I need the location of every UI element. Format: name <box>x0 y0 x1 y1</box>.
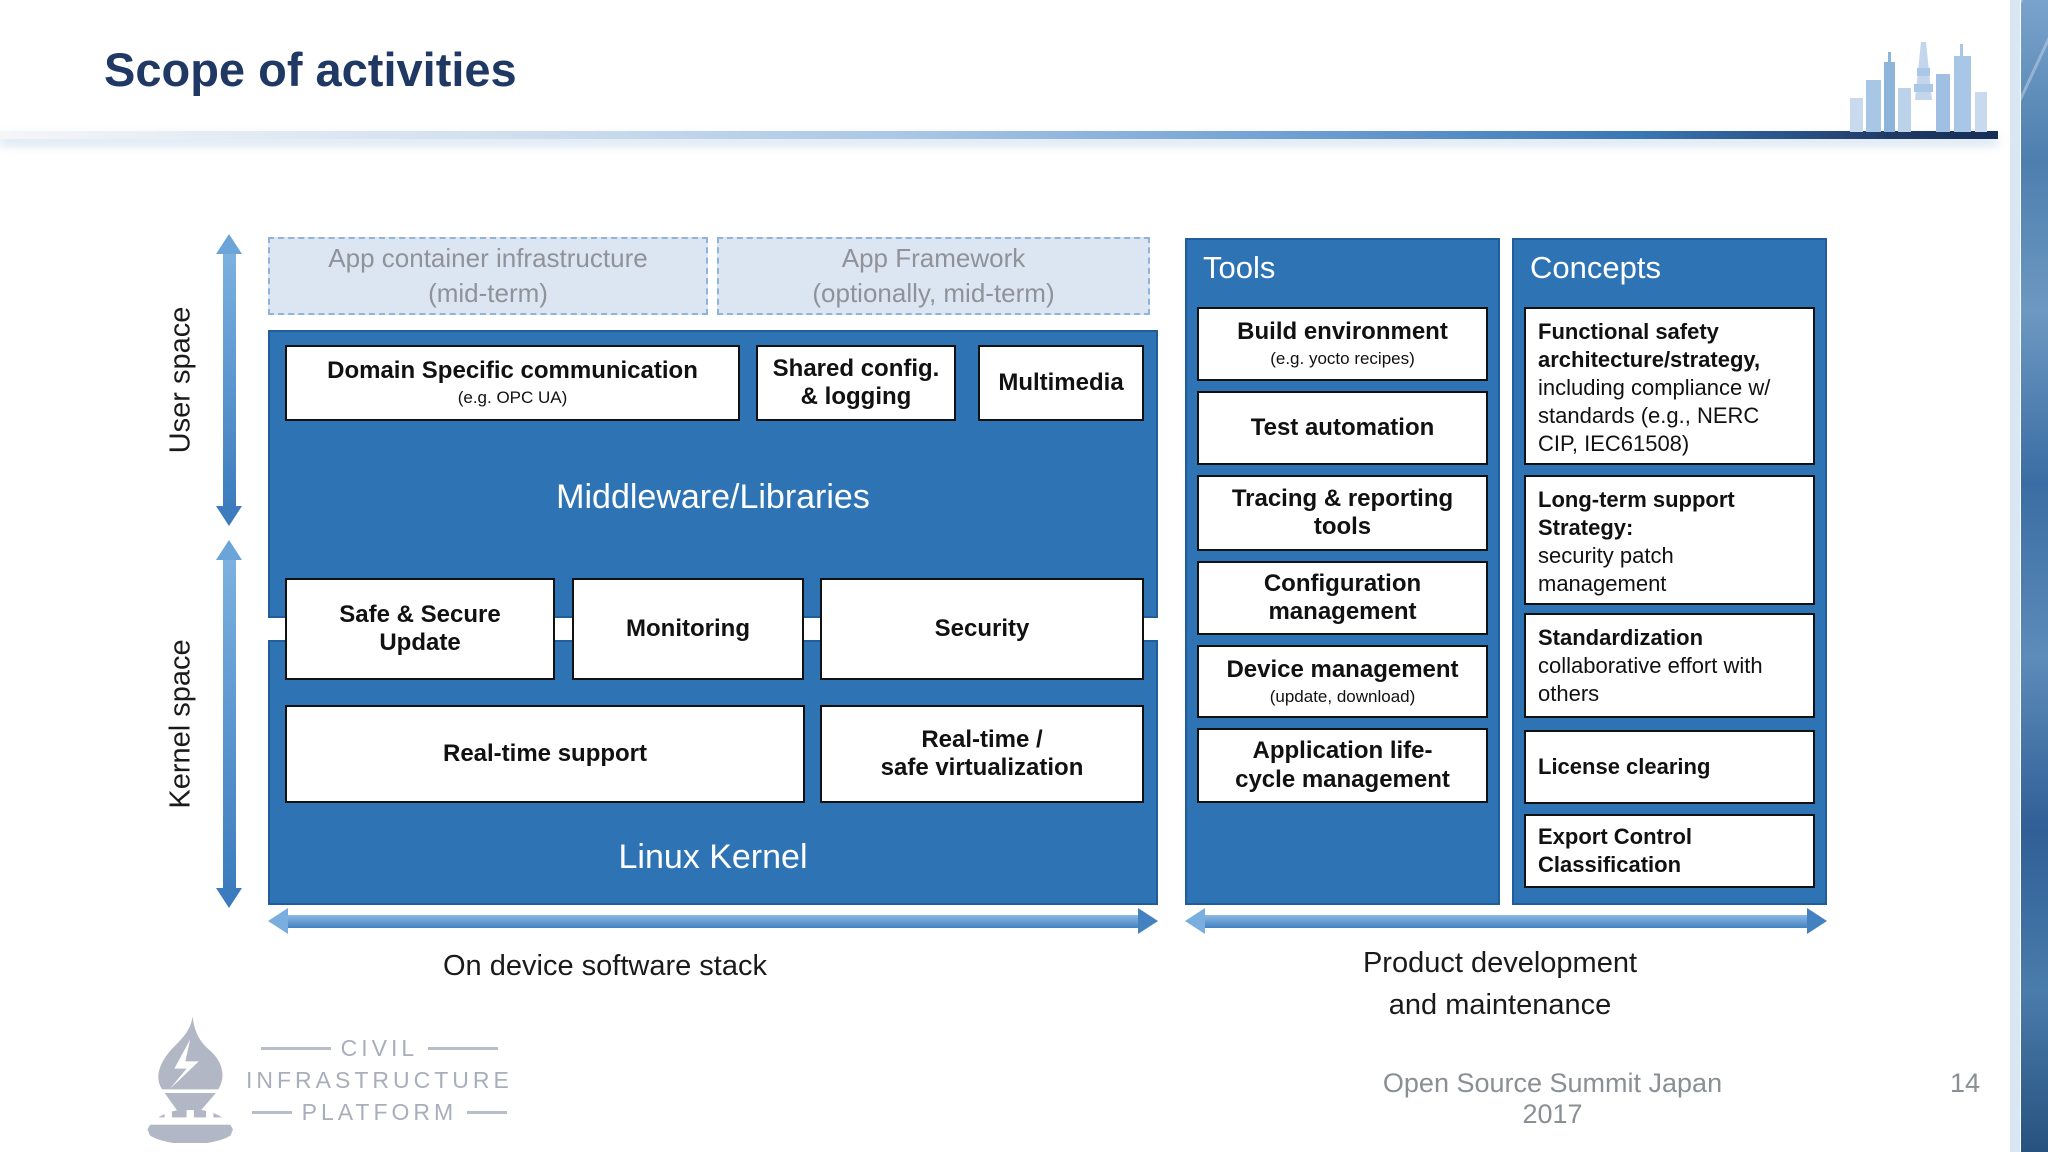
arrow-down-icon <box>216 506 242 526</box>
tool-box-tracing-reporting: Tracing & reporting tools <box>1197 475 1488 551</box>
device-stack-arrow <box>268 908 1158 934</box>
arrow-up-icon <box>216 234 242 254</box>
arrow-right-icon <box>1138 908 1158 934</box>
logo-line-civil: CIVIL <box>246 1032 513 1064</box>
logo-rule <box>260 1046 331 1050</box>
tool-box-configuration-management: Configuration management <box>1197 561 1488 635</box>
arrow-up-icon <box>216 540 242 560</box>
kernel-label: Linux Kernel <box>618 838 808 876</box>
arrow-down-icon <box>216 888 242 908</box>
concept-box-standardization: Standardization collaborative effort wit… <box>1524 613 1815 718</box>
page-title: Scope of activities <box>104 43 517 96</box>
skyline-icon <box>1850 42 1987 132</box>
box-realtime-virtualization: Real-time / safe virtualization <box>820 705 1144 803</box>
arrow-left-icon <box>1185 908 1205 934</box>
header-divider <box>0 131 1998 139</box>
cip-logo-text: CIVIL INFRASTRUCTURE PLATFORM <box>246 1032 513 1128</box>
box-monitoring: Monitoring <box>572 578 804 680</box>
logo-rule <box>467 1110 508 1114</box>
box-realtime-support: Real-time support <box>285 705 805 803</box>
cip-flame-icon <box>145 1016 236 1143</box>
app-container-box: App container infrastructure (mid-term) <box>268 237 708 315</box>
user-space-arrow <box>216 234 242 526</box>
box-shared-config: Shared config. & logging <box>756 345 956 421</box>
app-container-label: App container infrastructure (mid-term) <box>328 242 648 308</box>
app-framework-box: App Framework (optionally, mid-term) <box>717 237 1150 315</box>
product-arrow <box>1185 908 1827 934</box>
tool-box-device-management: Device management (update, download) <box>1197 645 1488 718</box>
tools-label: Tools <box>1203 250 1276 285</box>
logo-line-infrastructure: INFRASTRUCTURE <box>246 1066 513 1093</box>
arrow-right-icon <box>1807 908 1827 934</box>
box-domain-communication: Domain Specific communication (e.g. OPC … <box>285 345 740 421</box>
tool-box-build-environment: Build environment (e.g. yocto recipes) <box>1197 307 1488 381</box>
tool-box-application-lifecycle: Application life- cycle management <box>1197 728 1488 803</box>
app-framework-label: App Framework (optionally, mid-term) <box>812 242 1055 308</box>
concept-box-export-control: Export Control Classification <box>1524 814 1815 888</box>
logo-rule <box>428 1046 499 1050</box>
concept-box-license-clearing: License clearing <box>1524 730 1815 804</box>
right-pale-strip <box>2010 0 2020 1152</box>
middleware-label: Middleware/Libraries <box>556 478 870 516</box>
box-safe-secure-update: Safe & Secure Update <box>285 578 555 680</box>
box-security: Security <box>820 578 1144 680</box>
product-label: Product development and maintenance <box>1362 947 1638 1022</box>
logo-line-platform: PLATFORM <box>246 1096 513 1128</box>
tool-box-test-automation: Test automation <box>1197 391 1488 465</box>
kernel-space-arrow <box>216 540 242 908</box>
page-number: 14 <box>1949 1068 1981 1098</box>
logo-rule <box>251 1110 292 1114</box>
arrow-left-icon <box>268 908 288 934</box>
device-stack-label: On device software stack <box>443 950 767 982</box>
concept-box-long-term-support: Long-term support Strategy: security pat… <box>1524 475 1815 605</box>
box-multimedia: Multimedia <box>978 345 1144 421</box>
concept-box-functional-safety: Functional safety architecture/strategy,… <box>1524 307 1815 465</box>
user-space-label: User space <box>164 306 197 454</box>
kernel-space-label: Kernel space <box>164 639 197 809</box>
footer-event: Open Source Summit Japan 2017 <box>1382 1068 1723 1129</box>
right-decor-band <box>2021 0 2048 1152</box>
concepts-label: Concepts <box>1530 250 1661 285</box>
